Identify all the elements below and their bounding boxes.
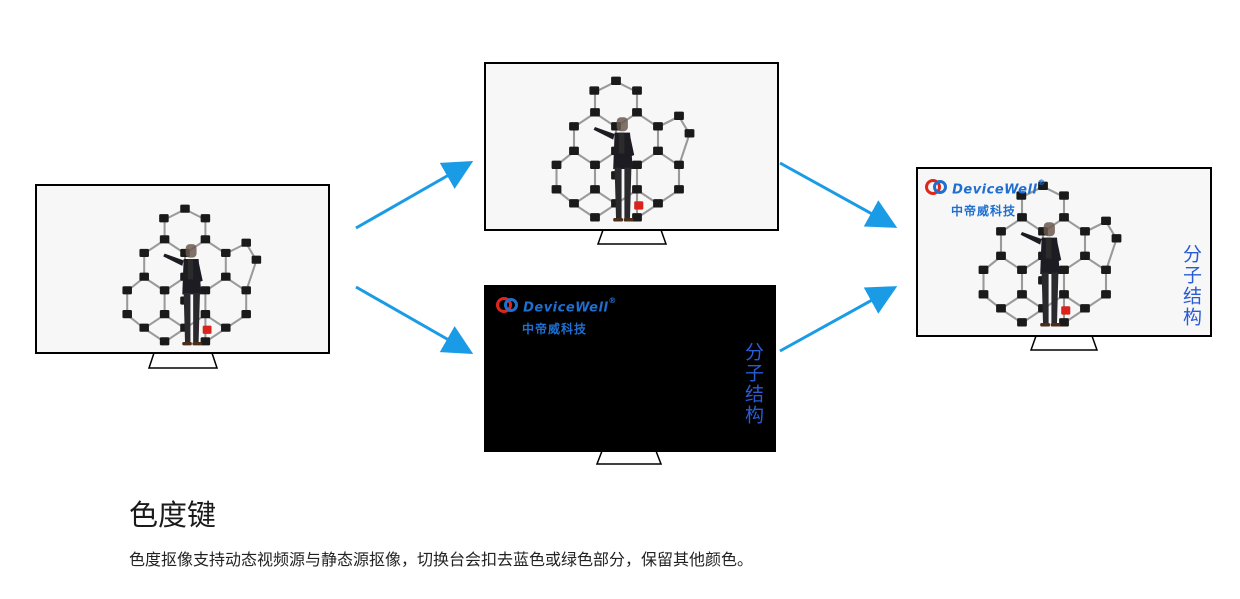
arrow-source-to-camera — [355, 161, 474, 230]
monitor-source-screen — [35, 184, 330, 354]
output-logo-chinese-name: 中帝威科技 — [951, 204, 1017, 218]
arrow-source-to-overlay — [355, 285, 474, 354]
section-title: 色度键 — [129, 498, 217, 532]
monitor-source-stand — [148, 352, 218, 369]
monitor-source — [35, 184, 330, 369]
monitor-output-stand — [1030, 335, 1098, 351]
output-logo-brand-name: DeviceWell — [952, 182, 1038, 198]
monitor-output: DeviceWell® 中帝威科技 分子结构 — [916, 167, 1212, 351]
overlay-side-text: 分子结构 — [742, 342, 764, 426]
logo-brand-name: DeviceWell — [523, 300, 609, 316]
monitor-overlay: DeviceWell® 中帝威科技 分子结构 — [484, 285, 776, 465]
logo-mark-icon — [496, 296, 518, 318]
section-description: 色度抠像支持动态视频源与静态源抠像，切换台会扣去蓝色或绿色部分，保留其他颜色。 — [129, 550, 754, 569]
output-side-text: 分子结构 — [1180, 244, 1202, 328]
monitor-overlay-stand — [596, 450, 662, 465]
output-logo-mark-icon — [925, 178, 947, 200]
monitor-camera-stand — [597, 229, 667, 245]
monitor-overlay-screen: DeviceWell® 中帝威科技 分子结构 — [484, 285, 776, 452]
logo-registered-mark: ® — [608, 296, 617, 305]
overlay-logo: DeviceWell® 中帝威科技 — [496, 296, 617, 337]
monitor-camera — [484, 62, 779, 245]
monitor-camera-screen — [484, 62, 779, 231]
camera-scene-image — [550, 75, 696, 223]
arrow-overlay-to-output — [779, 286, 898, 353]
arrow-camera-to-output — [779, 161, 898, 228]
output-logo: DeviceWell® 中帝威科技 — [925, 178, 1046, 219]
logo-chinese-name: 中帝威科技 — [522, 322, 588, 336]
source-scene-image — [121, 203, 263, 347]
monitor-output-screen: DeviceWell® 中帝威科技 分子结构 — [916, 167, 1212, 337]
output-logo-registered-mark: ® — [1037, 178, 1046, 187]
